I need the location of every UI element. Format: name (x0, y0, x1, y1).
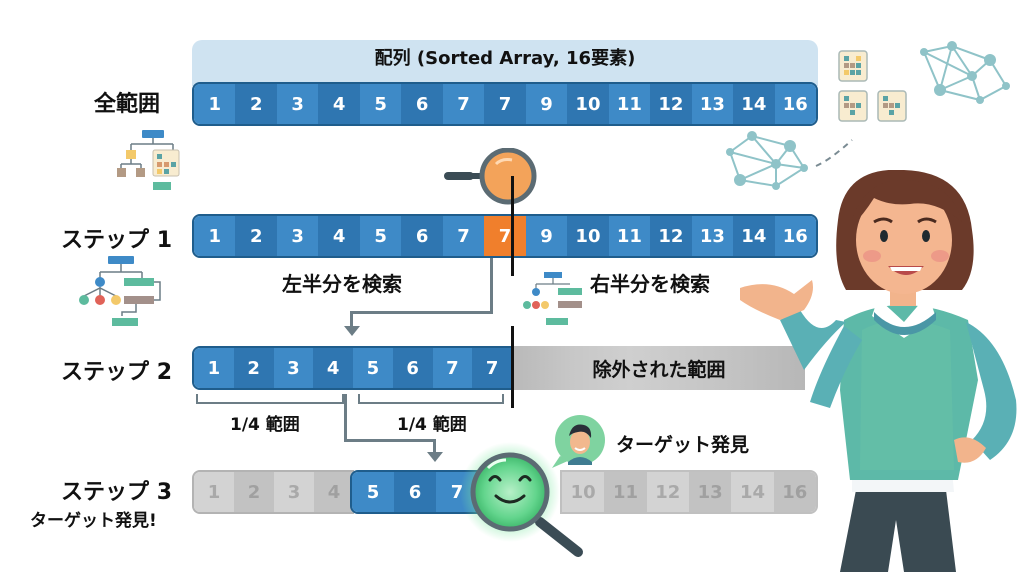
array-cell: 4 (318, 216, 360, 256)
array-cell: 3 (276, 84, 319, 124)
network-icon-2 (726, 131, 853, 190)
array-cell: 5 (352, 472, 394, 512)
quarter-label-right: 1/4 範囲 (397, 415, 467, 435)
array-cell: 10 (562, 472, 605, 512)
array-cell: 3 (276, 216, 319, 256)
array-cell: 13 (691, 84, 734, 124)
target-found-label: ターゲット発見! (30, 511, 157, 531)
array-cell: 3 (274, 472, 314, 512)
row-label-full: 全範囲 (93, 92, 160, 117)
connector-step2-step3 (344, 394, 436, 442)
array-cell: 2 (233, 348, 274, 388)
data-cards-icon (838, 50, 907, 122)
connector-step1-step2 (350, 258, 493, 314)
bubble-text: ターゲット発見 (616, 434, 750, 456)
array-cell: 16 (774, 216, 816, 256)
right-half-caption: 右半分を検索 (590, 272, 710, 296)
array-cell: 3 (273, 348, 314, 388)
array-header: 配列 (Sorted Array, 16要素) (192, 40, 818, 86)
array-cell: 5 (353, 348, 393, 388)
array-cell: 13 (691, 216, 734, 256)
array-cell: 9 (525, 216, 568, 256)
array-cell: 2 (234, 472, 274, 512)
connector-arrow-shaft (350, 311, 353, 329)
arrow-down-icon (344, 326, 360, 336)
array-cell: 12 (650, 84, 692, 124)
flowchart-icon (117, 130, 180, 190)
split-line (511, 176, 514, 276)
network-icon (920, 41, 1010, 104)
avatar-bubble-icon (552, 415, 605, 468)
array-cell: 6 (401, 84, 443, 124)
left-half-caption: 左半分を検索 (282, 272, 402, 296)
array-cell: 1 (194, 472, 234, 512)
array-cell: 2 (235, 84, 277, 124)
flowchart-icon-2 (79, 256, 161, 326)
array-cell: 16 (774, 84, 816, 124)
array-cell: 1 (194, 348, 234, 388)
array-cell: 14 (731, 472, 774, 512)
array-cell: 5 (359, 216, 402, 256)
array-cell: 11 (608, 84, 651, 124)
array-cell: 11 (604, 472, 647, 512)
array-cell: 13 (688, 472, 732, 512)
array-cell: 1 (194, 84, 236, 124)
array-cell: 5 (359, 84, 402, 124)
array-cell: 12 (650, 216, 692, 256)
array-cell: 14 (733, 84, 775, 124)
array-cell: 2 (235, 216, 277, 256)
array-cell: 10 (567, 84, 609, 124)
array-cell: 11 (608, 216, 651, 256)
quarter-bracket-right (358, 394, 504, 404)
array-cell: 1 (194, 216, 236, 256)
array-cell: 7 (432, 348, 473, 388)
row-label-step2: ステップ 2 (61, 360, 172, 385)
array-cell: 9 (525, 84, 568, 124)
array-cell: 7 (442, 216, 485, 256)
found-magnifier-icon (460, 442, 583, 557)
flowchart-icon-3 (523, 272, 582, 325)
array-cell: 6 (392, 348, 433, 388)
array-cell: 16 (773, 472, 816, 512)
array-cell: 6 (401, 216, 443, 256)
array-cell: 12 (646, 472, 689, 512)
array-cell: 7 (472, 348, 512, 388)
array-cell: 7 (484, 216, 526, 256)
split-line-step2 (511, 326, 514, 408)
row-label-step3: ステップ 3 (61, 480, 172, 505)
array-cell: 4 (314, 472, 354, 512)
array-cell: 6 (394, 472, 436, 512)
array-cell: 4 (313, 348, 353, 388)
connector-arrow-shaft-2 (433, 440, 436, 454)
arrow-down-icon-2 (427, 452, 443, 462)
presenter-illustration (740, 170, 1017, 572)
quarter-bracket-left (196, 394, 344, 404)
excluded-range: 除外された範囲 (513, 346, 805, 390)
array-cell: 7 (484, 84, 526, 124)
quarter-label-left: 1/4 範囲 (230, 415, 300, 435)
array-cell: 7 (442, 84, 485, 124)
array-cell: 14 (733, 216, 775, 256)
array-cell: 10 (567, 216, 609, 256)
array-cell: 4 (318, 84, 360, 124)
row-label-step1: ステップ 1 (61, 228, 172, 253)
magnifier-icon (444, 148, 537, 205)
